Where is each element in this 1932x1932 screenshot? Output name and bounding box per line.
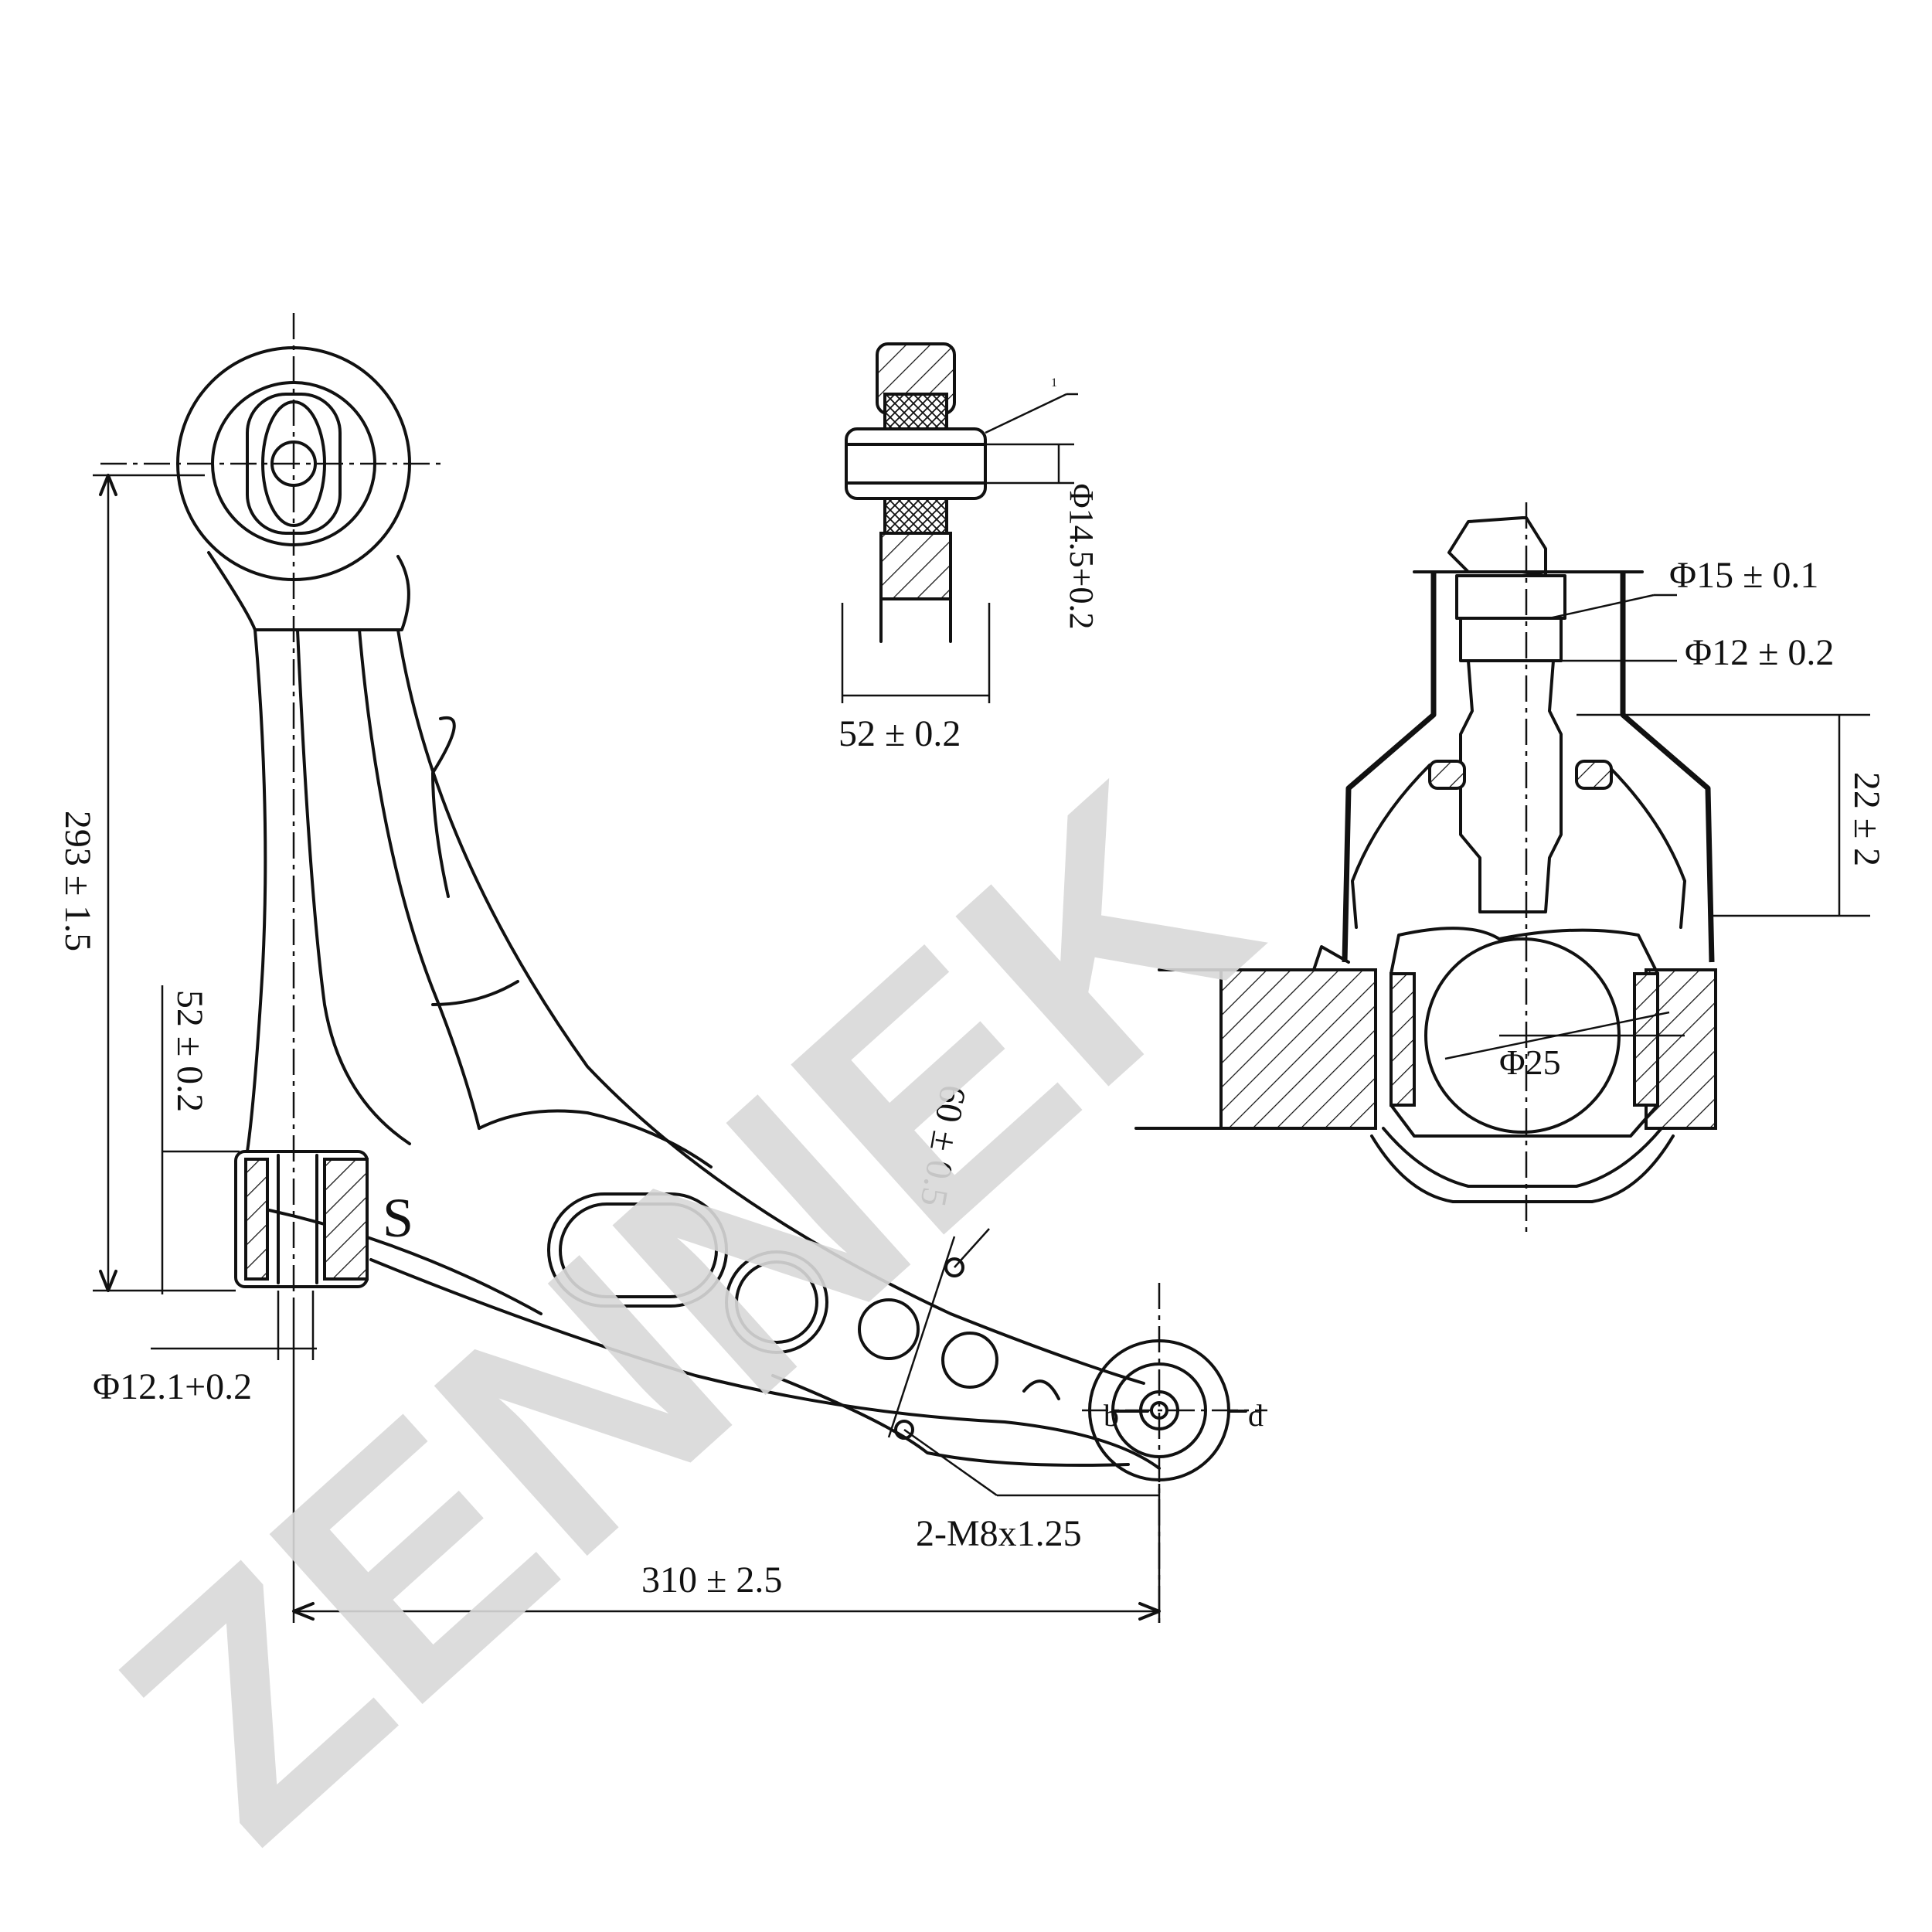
point-b-label: b [1104, 1398, 1119, 1433]
ball-diameter-label: Φ25 [1499, 1043, 1561, 1082]
round-lightening-hole [725, 1250, 828, 1354]
bolt-thread-dimension: 2-M8x1.25 [903, 1428, 1159, 1554]
bushing-diameter-label: Φ14.5+0.2 [1063, 484, 1100, 630]
arm-height-label: 293 ± 1.5 [57, 811, 98, 951]
front-bushing-bore [270, 440, 317, 487]
leader-mark: 1 [1051, 376, 1057, 389]
arm-height-dimension: 293 ± 1.5 [57, 474, 236, 1292]
side-mark: S [383, 1187, 413, 1249]
bushing-outer-sleeve [845, 427, 987, 500]
arm-length-label: 310 ± 2.5 [641, 1560, 782, 1600]
bushing-section-view: 1 Φ14.5+0.2 52 ± 0.2 [838, 342, 1100, 754]
rear-bushing-bore-dimension: Φ12.1+0.2 [93, 1291, 317, 1407]
stud-neck-diameter-label: Φ12 ± 0.2 [1685, 632, 1834, 673]
arm-length-dimension: 310 ± 2.5 [292, 1298, 1161, 1623]
small-hole-2 [941, 1332, 998, 1389]
bolt-hole-lower [894, 1420, 914, 1440]
rear-bushing-section [323, 1158, 369, 1281]
point-d-label: d [1248, 1398, 1264, 1433]
bolt-thread-label: 2-M8x1.25 [916, 1513, 1082, 1554]
watermark-text: ZENNEK [54, 718, 1318, 1908]
control-arm-view: S b d [100, 313, 1267, 1623]
oval-lightening-hole [547, 1192, 728, 1308]
bushing-width-label: 52 ± 0.2 [838, 713, 961, 754]
stud-height-label: 22 ± 2 [1846, 772, 1887, 866]
watermark-logo: ZENNEK [54, 718, 1318, 1908]
rear-bushing-width-dimension: 52 ± 0.2 [161, 985, 240, 1294]
rear-bushing-bore-label: Φ12.1+0.2 [93, 1366, 252, 1407]
ball-joint-section-view: Φ15 ± 0.1 Φ12 ± 0.2 22 ± 2 Φ25 [1134, 502, 1887, 1236]
rear-bushing-width-label: 52 ± 0.2 [169, 990, 210, 1112]
bolt-hole-upper [944, 1257, 964, 1277]
stud-top-diameter-label: Φ15 ± 0.1 [1669, 555, 1818, 596]
small-hole-1 [858, 1298, 920, 1360]
